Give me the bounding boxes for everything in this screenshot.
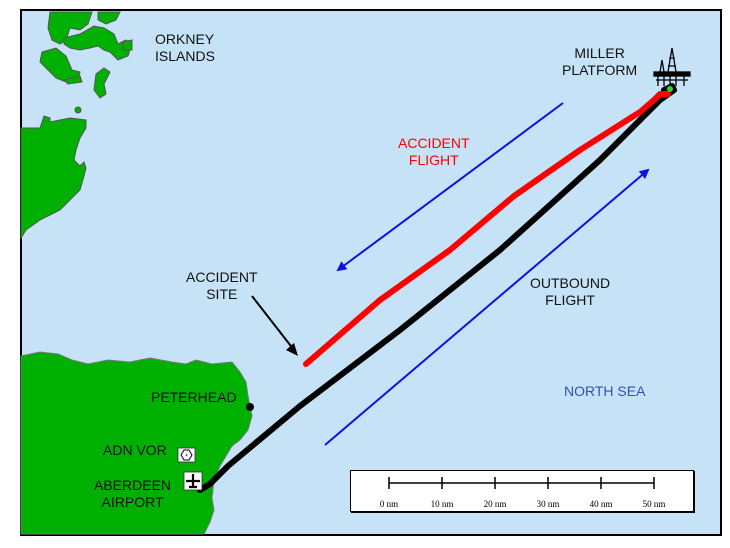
accident-site-label-line2: SITE <box>206 286 238 302</box>
scale-tick-20: 20 nm <box>483 499 507 509</box>
accident-site-pointer <box>251 295 295 351</box>
outbound-flight-label: OUTBOUND FLIGHT <box>530 275 610 309</box>
scale-tick-30: 30 nm <box>536 499 560 509</box>
scale-tick-50: 50 nm <box>642 499 666 509</box>
aberdeen-label-line2: AIRPORT <box>101 494 164 510</box>
aberdeen-airport-label: ABERDEEN AIRPORT <box>94 477 171 511</box>
peterhead-label: PETERHEAD <box>151 389 237 405</box>
scale-tick-10: 10 nm <box>430 499 454 509</box>
scale-tick-40: 40 nm <box>589 499 613 509</box>
accident-flight-label-line2: FLIGHT <box>408 152 459 168</box>
outbound-flight-track <box>197 83 677 493</box>
scale-bar: 0 nm 10 nm 20 nm 30 nm 40 nm 50 nm <box>350 470 694 512</box>
outbound-flight-label-line2: FLIGHT <box>545 292 595 308</box>
outbound-flight-direction-arrow <box>324 168 650 446</box>
accident-site-label-line1: ACCIDENT <box>186 269 258 285</box>
miller-label-line2: PLATFORM <box>562 62 638 78</box>
orkney-islands-land <box>39 11 133 114</box>
orkney-label-line2: ISLANDS <box>155 48 215 64</box>
platform-marker <box>667 86 673 92</box>
airport-icon <box>183 471 203 491</box>
adn-vor-label: ADN VOR <box>103 442 167 458</box>
accident-flight-label-line1: ACCIDENT <box>398 135 470 151</box>
aberdeen-label-line1: ABERDEEN <box>94 477 172 493</box>
orkney-islands-label: ORKNEY ISLANDS <box>155 31 215 65</box>
accident-site-pointer-head <box>286 343 298 356</box>
miller-label-line1: MILLER <box>574 45 625 61</box>
north-sea-label: NORTH SEA <box>564 383 646 399</box>
outbound-flight-label-line1: OUTBOUND <box>530 275 611 291</box>
peterhead-marker <box>246 403 254 411</box>
caithness-land <box>20 115 87 240</box>
accident-flight-direction-arrow <box>336 102 564 272</box>
oil-platform-icon <box>653 47 691 86</box>
accident-site-label: ACCIDENT SITE <box>186 269 258 303</box>
miller-platform-label: MILLER PLATFORM <box>562 45 637 79</box>
orkney-label-line1: ORKNEY <box>155 31 215 47</box>
accident-flight-label: ACCIDENT FLIGHT <box>398 135 470 169</box>
scale-bar-graphic <box>388 477 655 489</box>
scale-tick-0: 0 nm <box>379 499 399 509</box>
accident-flight-track <box>303 91 671 367</box>
vor-icon <box>177 447 196 463</box>
